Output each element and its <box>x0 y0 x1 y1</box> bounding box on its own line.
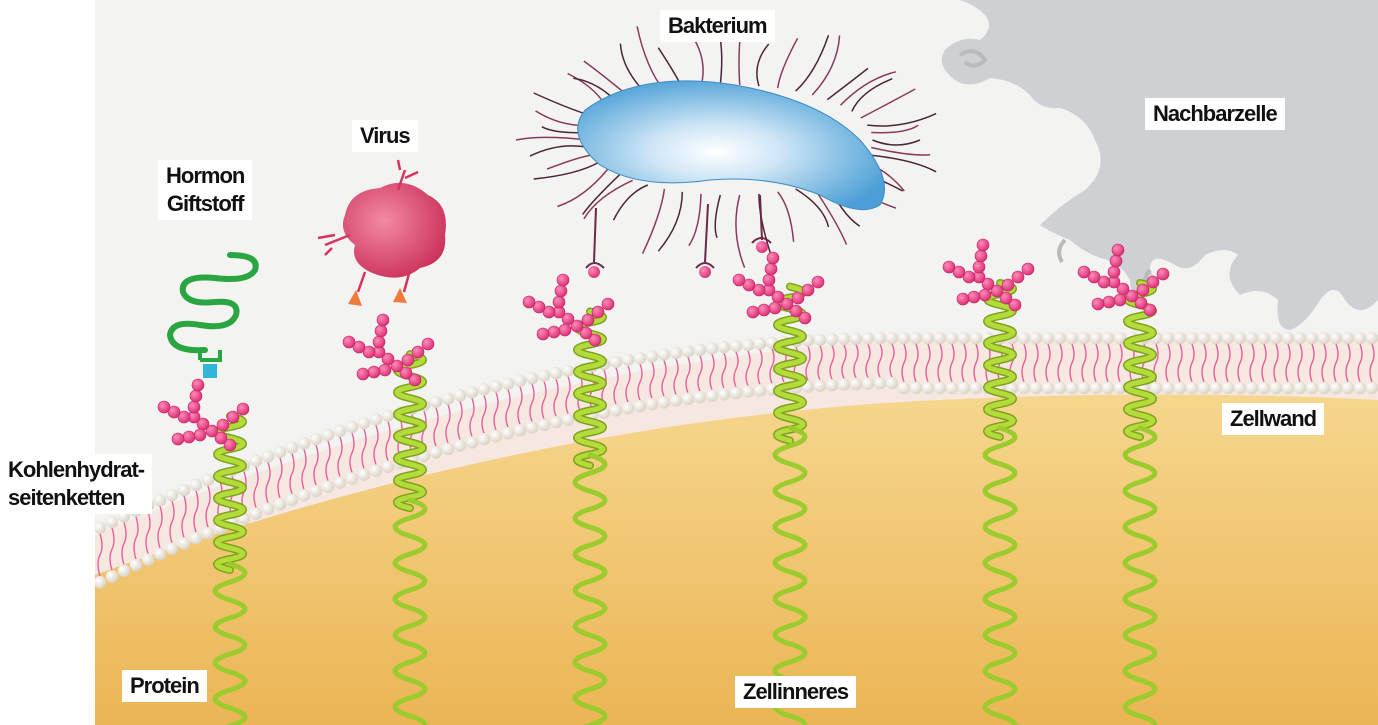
label-kohlenhydrat: Kohlenhydrat- seitenketten <box>0 454 152 514</box>
label-hormon-giftstoff: Hormon Giftstoff <box>158 160 252 220</box>
receptor-square <box>203 364 217 378</box>
label-zellwand: Zellwand <box>1222 403 1324 435</box>
label-hormon: Hormon <box>166 162 244 190</box>
label-bakterium: Bakterium <box>660 10 775 42</box>
label-zellinneres: Zellinneres <box>735 676 856 708</box>
label-kohlenhydrat-line2: seitenketten <box>8 484 144 512</box>
label-nachbarzelle: Nachbarzelle <box>1145 98 1285 130</box>
label-kohlenhydrat-line1: Kohlenhydrat- <box>8 456 144 484</box>
label-protein: Protein <box>122 670 207 702</box>
label-giftstoff: Giftstoff <box>166 190 244 218</box>
label-virus: Virus <box>352 120 418 152</box>
